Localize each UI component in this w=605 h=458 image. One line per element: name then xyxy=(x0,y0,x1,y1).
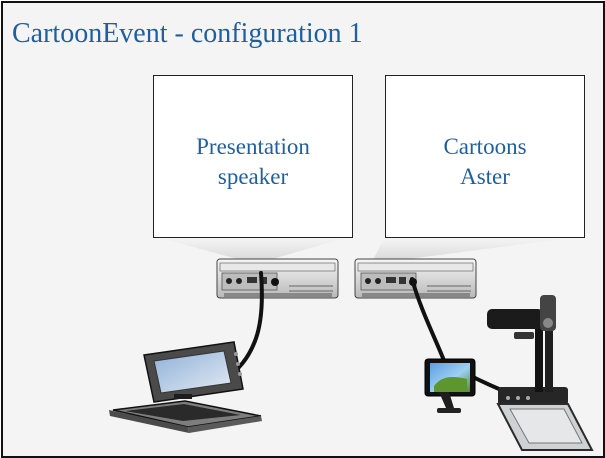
right-projection-beam xyxy=(373,236,584,260)
right-screen-line-2: Aster xyxy=(460,164,510,189)
document-camera-icon xyxy=(487,295,594,451)
laptop-icon xyxy=(109,341,262,433)
right-screen-line-1: Cartoons xyxy=(443,134,527,159)
diagram-art xyxy=(109,236,594,451)
left-projection-beam xyxy=(153,236,352,260)
slide-title: CartoonEvent - configuration 1 xyxy=(12,18,363,49)
left-screen-line-1: Presentation xyxy=(196,134,310,159)
left-projection-screen: Presentation speaker xyxy=(153,75,353,238)
right-projection-screen: Cartoons Aster xyxy=(385,75,585,238)
left-screen-text: Presentation speaker xyxy=(154,132,352,192)
monitor-icon xyxy=(424,358,476,413)
projector-left xyxy=(216,258,339,299)
right-screen-text: Cartoons Aster xyxy=(386,132,584,192)
projection-beams xyxy=(153,236,584,260)
left-screen-line-2: speaker xyxy=(217,164,289,189)
